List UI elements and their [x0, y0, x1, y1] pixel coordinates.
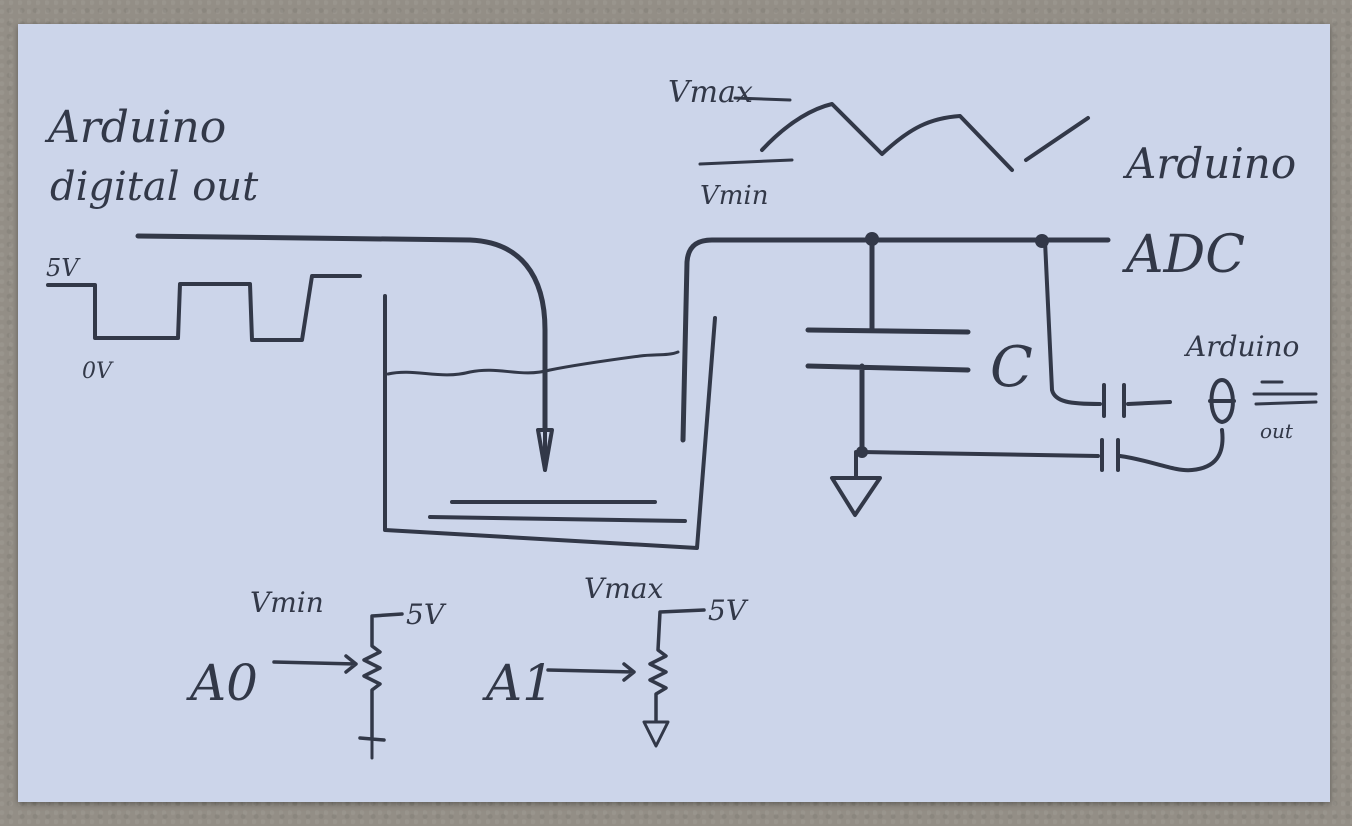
vmax-line: [733, 96, 792, 102]
pot-a0-five-volts-label: 5V: [406, 598, 447, 631]
index-card: [18, 24, 1330, 802]
arduino-adc-label-line1: Arduino: [1122, 139, 1296, 188]
five-volts-label: 5V: [46, 254, 81, 282]
arduino-digital-out-label-line1: Arduino: [44, 102, 226, 153]
out-pin-lines: [1252, 380, 1318, 406]
arduino-out-label-line1: Arduino: [1183, 330, 1299, 363]
coupling-capacitor-top: [1043, 239, 1172, 418]
vmax-label: Vmax: [668, 75, 753, 110]
vmin-line: [698, 158, 794, 166]
ground-symbol: [830, 450, 882, 517]
pot-a1-ground: [642, 720, 670, 748]
coupling-capacitor-bottom: [860, 428, 1225, 473]
capacitor-label: C: [990, 335, 1033, 400]
arduino-adc-label-line2: ADC: [1122, 225, 1245, 285]
arduino-out-label-line2: out: [1260, 419, 1294, 443]
water-surface: [386, 350, 680, 377]
zero-volts-label: 0V: [82, 359, 114, 384]
a0-pin-label: A0: [186, 654, 258, 712]
triangle-waveform: [760, 102, 1090, 172]
source-theta-icon: [1208, 378, 1236, 424]
pot-a1-vmax-label: Vmax: [584, 572, 663, 605]
electrode-probe: [536, 328, 554, 472]
tank-bottom-plate: [428, 500, 687, 523]
a1-pin-label: A1: [482, 654, 554, 712]
capacitor-c: [805, 237, 971, 455]
input-wire: [135, 233, 548, 433]
pot-a1-five-volts-label: 5V: [708, 594, 749, 627]
arduino-digital-out-label-line2: digital out: [50, 164, 259, 210]
water-tank: [383, 294, 717, 550]
vmin-label: Vmin: [700, 181, 769, 211]
pot-a1-wiper-arrow: [546, 662, 636, 682]
square-wave: [46, 274, 362, 342]
pot-a0-wiper-arrow: [272, 654, 358, 674]
pot-a0-resistor: [358, 612, 404, 742]
adc-wire: [680, 237, 1111, 443]
pot-a0-vmin-label: Vmin: [250, 586, 324, 619]
pot-a1-resistor: [648, 608, 706, 722]
